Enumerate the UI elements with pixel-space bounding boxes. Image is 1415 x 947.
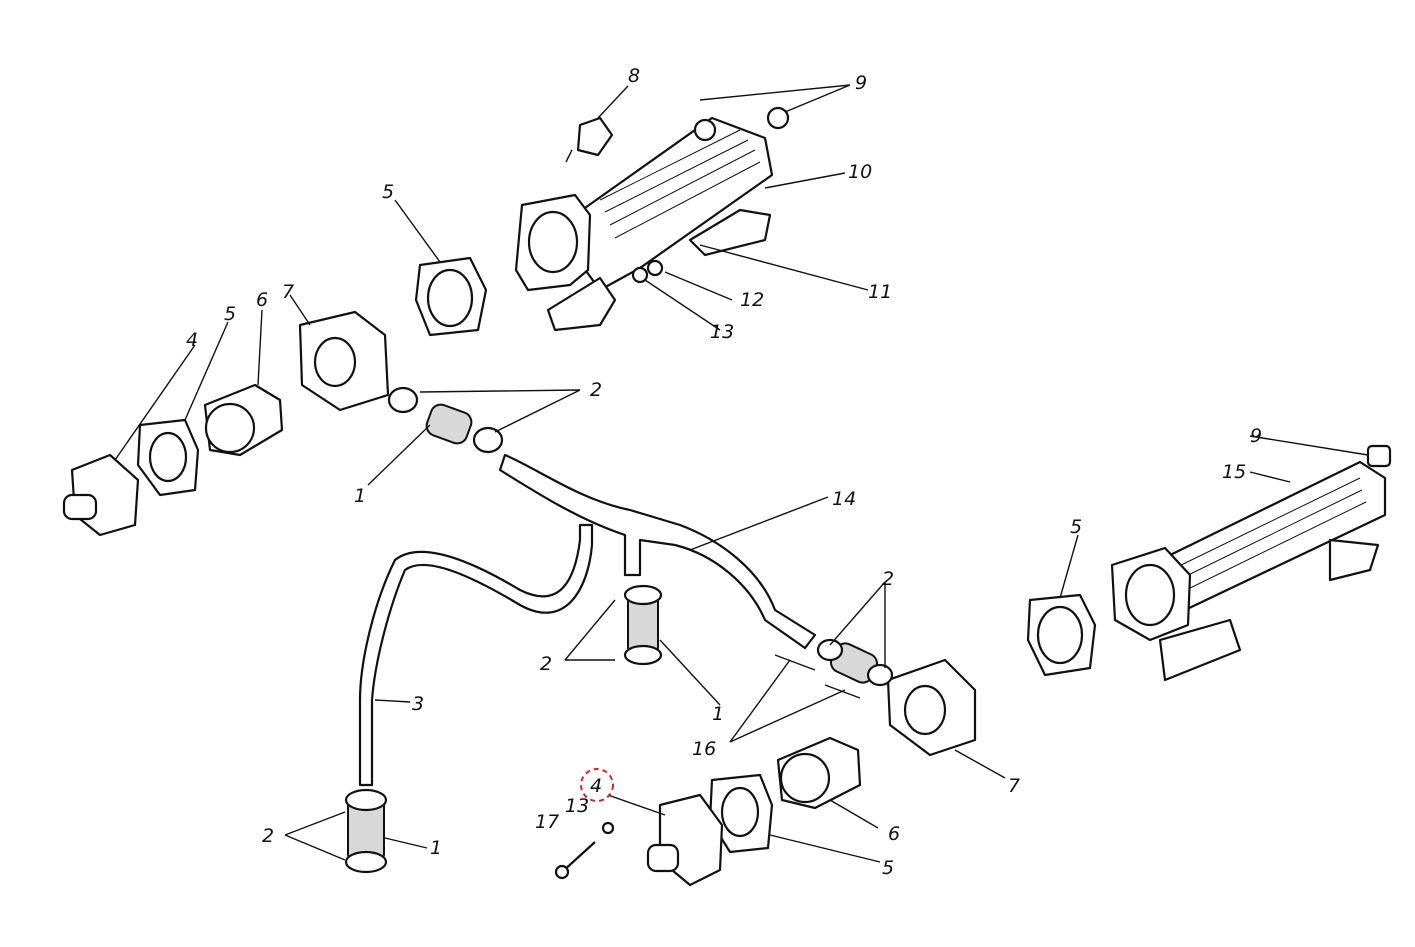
nut-13 bbox=[601, 821, 615, 835]
callout-2: 2 bbox=[262, 825, 274, 847]
highlight-ring bbox=[580, 768, 614, 802]
clamp-2-middle-upper bbox=[623, 584, 663, 606]
callout-2: 2 bbox=[590, 379, 602, 401]
housing-7-top-port bbox=[313, 336, 357, 388]
callout-5: 5 bbox=[382, 181, 394, 203]
clamp-2-b bbox=[472, 426, 504, 454]
bolt-17-head bbox=[554, 864, 570, 880]
branch-pipe-14 bbox=[498, 453, 817, 650]
callout-2: 2 bbox=[882, 568, 894, 590]
plug-left bbox=[693, 118, 717, 142]
manifold-foot-right bbox=[688, 208, 772, 257]
callout-13: 13 bbox=[565, 795, 589, 817]
callout-7: 7 bbox=[1008, 775, 1020, 797]
upper-manifold-assembly bbox=[514, 106, 790, 332]
callout-1: 1 bbox=[712, 703, 724, 725]
callout-9: 9 bbox=[855, 72, 867, 94]
bypass-tube-3 bbox=[358, 523, 594, 787]
callout-4: 4 bbox=[186, 329, 198, 351]
callout-7: 7 bbox=[282, 281, 294, 303]
left-thermostat-group bbox=[62, 256, 488, 537]
washer-12 bbox=[631, 266, 649, 284]
cover-4-bottom-spout bbox=[646, 843, 680, 873]
callout-5: 5 bbox=[224, 303, 236, 325]
clamp-2-bottom-upper bbox=[344, 788, 388, 812]
manifold-15-body bbox=[1158, 460, 1387, 612]
callout-labels: 8 9 10 11 12 13 5 7 6 5 4 2 1 14 9 15 5 … bbox=[186, 65, 1262, 879]
manifold-15-foot-right bbox=[1328, 538, 1380, 582]
leader-lines bbox=[114, 84, 1369, 863]
clamp-2-right-a bbox=[816, 638, 844, 662]
callout-14: 14 bbox=[832, 488, 856, 510]
manifold-15-foot bbox=[1158, 618, 1242, 682]
cover-4-left-spout bbox=[62, 493, 98, 521]
clamp-2-right-b bbox=[866, 663, 894, 687]
callout-9: 9 bbox=[1250, 425, 1262, 447]
callout-6: 6 bbox=[256, 289, 268, 311]
gasket-5-right-hole bbox=[1036, 605, 1084, 665]
lower-thermostat-group bbox=[554, 638, 977, 887]
bolt-17 bbox=[561, 841, 596, 873]
callout-8: 8 bbox=[628, 65, 640, 87]
clamp-2-bottom-lower bbox=[344, 850, 388, 874]
hose-pipe-group bbox=[387, 386, 817, 650]
gasket-5-top-hole bbox=[426, 268, 474, 328]
callout-15: 15 bbox=[1222, 461, 1246, 483]
callout-17: 17 bbox=[535, 811, 559, 833]
callout-10: 10 bbox=[848, 161, 872, 183]
right-manifold-assembly bbox=[1026, 444, 1392, 682]
callout-16: 16 bbox=[692, 738, 716, 760]
plug-9-right bbox=[1366, 444, 1392, 468]
callout-2: 2 bbox=[540, 653, 552, 675]
callout-5: 5 bbox=[1070, 516, 1082, 538]
washer-13 bbox=[646, 259, 664, 277]
drain-tap bbox=[576, 116, 614, 157]
manifold-shading bbox=[599, 129, 761, 239]
hose-1-top bbox=[425, 403, 473, 445]
plug-right bbox=[766, 106, 790, 130]
callout-6: 6 bbox=[888, 823, 900, 845]
clamp-2-a bbox=[387, 386, 419, 414]
gasket-5-bottom-hole bbox=[720, 786, 760, 838]
callout-4: 4 bbox=[590, 775, 602, 797]
callout-1: 1 bbox=[430, 837, 442, 859]
callout-13: 13 bbox=[710, 321, 734, 343]
callout-11: 11 bbox=[868, 281, 892, 303]
manifold-foot-left bbox=[546, 276, 617, 332]
callout-5: 5 bbox=[882, 857, 894, 879]
manifold-port bbox=[527, 210, 579, 274]
callout-3: 3 bbox=[412, 693, 424, 715]
bolt-16-a bbox=[774, 654, 816, 671]
callout-12: 12 bbox=[740, 289, 764, 311]
gasket-5-left-hole bbox=[148, 431, 188, 483]
bypass-tube-group bbox=[344, 523, 663, 874]
thermostat-6-bottom-face bbox=[779, 752, 831, 804]
manifold-15-port bbox=[1124, 563, 1176, 627]
callout-1: 1 bbox=[354, 485, 366, 507]
thermostat-6-top-face bbox=[204, 402, 256, 454]
housing-7-bottom-port bbox=[903, 684, 947, 736]
clamp-2-middle-lower bbox=[623, 644, 663, 666]
